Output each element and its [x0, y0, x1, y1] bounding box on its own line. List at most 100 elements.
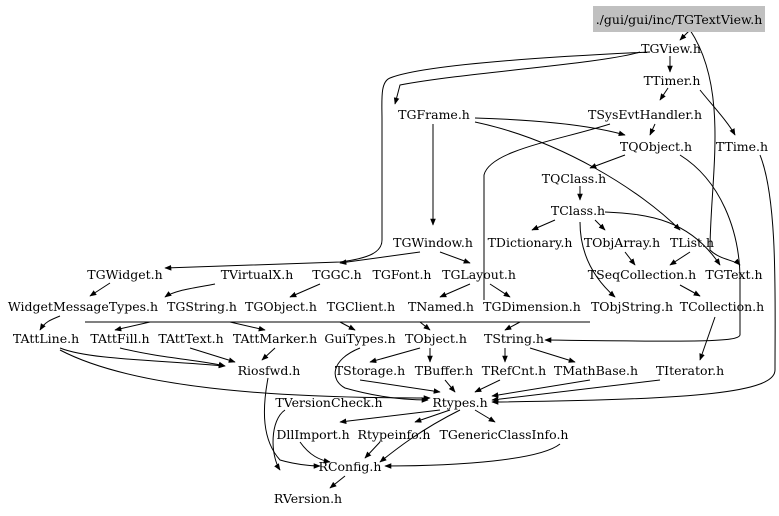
node-dllimport[interactable]: DllImport.h — [276, 427, 349, 442]
node-tstorage[interactable]: TStorage.h — [335, 363, 405, 378]
node-tattline[interactable]: TAttLine.h — [13, 331, 79, 346]
edge — [59, 347, 226, 369]
edge — [339, 321, 356, 331]
edge — [689, 29, 741, 266]
node-riosfwd[interactable]: Riosfwd.h — [238, 363, 301, 378]
edge — [491, 379, 591, 398]
edge — [679, 284, 701, 297]
edge — [364, 441, 381, 459]
edge — [164, 51, 651, 271]
node-tgenericclassinfo[interactable]: TGenericClassInfo.h — [440, 427, 569, 442]
edge — [679, 154, 741, 335]
edge — [114, 321, 151, 332]
edge — [164, 283, 216, 298]
edge — [474, 117, 626, 136]
node-tglayout[interactable]: TGLayout.h — [442, 267, 516, 282]
edge — [229, 321, 266, 332]
edge — [624, 251, 636, 266]
node-tnamed[interactable]: TNamed.h — [408, 299, 474, 314]
node-tclass[interactable]: TClass.h — [551, 203, 605, 218]
node-rtypes[interactable]: Rtypes.h — [432, 395, 487, 410]
node-tcollection[interactable]: TCollection.h — [680, 299, 764, 314]
node-trefcnt[interactable]: TRefCnt.h — [482, 363, 546, 378]
edge — [491, 379, 661, 403]
edge — [474, 409, 496, 423]
edge — [189, 347, 236, 363]
edge — [359, 379, 441, 394]
node-tgview[interactable]: TGView.h — [641, 41, 701, 56]
node-tgfont[interactable]: TGFont.h — [373, 267, 432, 282]
edge — [339, 409, 441, 425]
node-tgtext[interactable]: TGText.h — [705, 267, 762, 282]
node-tvirtualx[interactable]: TVirtualX.h — [221, 267, 294, 282]
node-tsysevthandler[interactable]: TSysEvtHandler.h — [588, 107, 702, 122]
edge — [669, 251, 691, 266]
node-root[interactable]: ./gui/gui/inc/TGTextView.h — [596, 12, 763, 27]
edge — [89, 282, 111, 297]
edge — [439, 283, 471, 298]
root-node-box — [593, 6, 765, 32]
node-tobjarray[interactable]: TObjArray.h — [584, 235, 660, 250]
edge — [604, 211, 721, 266]
edge — [339, 251, 421, 265]
edge — [299, 441, 331, 464]
node-tbuffer[interactable]: TBuffer.h — [415, 363, 473, 378]
node-rversion[interactable]: RVersion.h — [274, 491, 342, 506]
node-tseqcollection[interactable]: TSeqCollection.h — [588, 267, 696, 282]
edge — [699, 89, 736, 136]
edge — [39, 315, 61, 331]
edge — [489, 283, 511, 298]
node-rconfig[interactable]: RConfig.h — [319, 459, 382, 474]
node-guitypes[interactable]: GuiTypes.h — [324, 331, 395, 346]
edge — [384, 443, 561, 469]
edge — [419, 321, 431, 331]
edge — [329, 475, 346, 489]
node-tqobject[interactable]: TQObject.h — [620, 139, 692, 154]
node-tdictionary[interactable]: TDictionary.h — [488, 235, 573, 250]
edge — [369, 347, 421, 363]
nodes: ./gui/gui/inc/TGTextView.h TGView.h TTim… — [8, 12, 768, 506]
node-tqclass[interactable]: TQClass.h — [542, 171, 606, 186]
edge — [272, 409, 286, 471]
node-tobjstring[interactable]: TObjString.h — [591, 299, 673, 314]
node-tatttext[interactable]: TAttText.h — [158, 331, 223, 346]
edge — [699, 316, 716, 361]
edge — [474, 379, 501, 393]
node-tlist[interactable]: TList.h — [670, 235, 714, 250]
node-tgframe[interactable]: TGFrame.h — [398, 107, 470, 122]
node-tgclient[interactable]: TGClient.h — [327, 299, 395, 314]
edge — [263, 377, 321, 469]
node-ttime[interactable]: TTime.h — [716, 139, 768, 154]
node-tggc[interactable]: TGGC.h — [312, 267, 361, 282]
edge — [579, 221, 616, 298]
node-tmathbase[interactable]: TMathBase.h — [554, 363, 638, 378]
edge — [289, 283, 321, 298]
edge — [261, 347, 276, 361]
node-tobject[interactable]: TObject.h — [405, 331, 467, 346]
node-titerator[interactable]: TIterator.h — [656, 363, 724, 378]
node-tstring[interactable]: TString.h — [484, 331, 544, 346]
edge — [483, 123, 611, 300]
node-tgwidget[interactable]: TGWidget.h — [87, 267, 162, 282]
edge — [414, 409, 451, 423]
edge — [119, 347, 226, 368]
node-ttimer[interactable]: TTimer.h — [644, 73, 701, 88]
node-tattfill[interactable]: TAttFill.h — [90, 331, 149, 346]
edge — [659, 87, 669, 101]
edge — [594, 219, 606, 231]
edge — [531, 219, 556, 231]
node-tattmarker[interactable]: TAttMarker.h — [233, 331, 317, 346]
edge — [59, 349, 431, 401]
node-tgdimension[interactable]: TGDimension.h — [483, 299, 581, 314]
node-widgetmessagetypes[interactable]: WidgetMessageTypes.h — [8, 299, 158, 314]
edge — [444, 379, 456, 393]
node-tversioncheck[interactable]: TVersionCheck.h — [275, 395, 382, 410]
node-rtypeinfo[interactable]: Rtypeinfo.h — [358, 427, 431, 442]
node-tgstring[interactable]: TGString.h — [167, 299, 237, 314]
edge — [649, 123, 656, 136]
node-tgobject[interactable]: TGObject.h — [245, 299, 317, 314]
edge — [334, 347, 429, 403]
edge — [529, 347, 576, 363]
node-tgwindow[interactable]: TGWindow.h — [393, 235, 473, 250]
